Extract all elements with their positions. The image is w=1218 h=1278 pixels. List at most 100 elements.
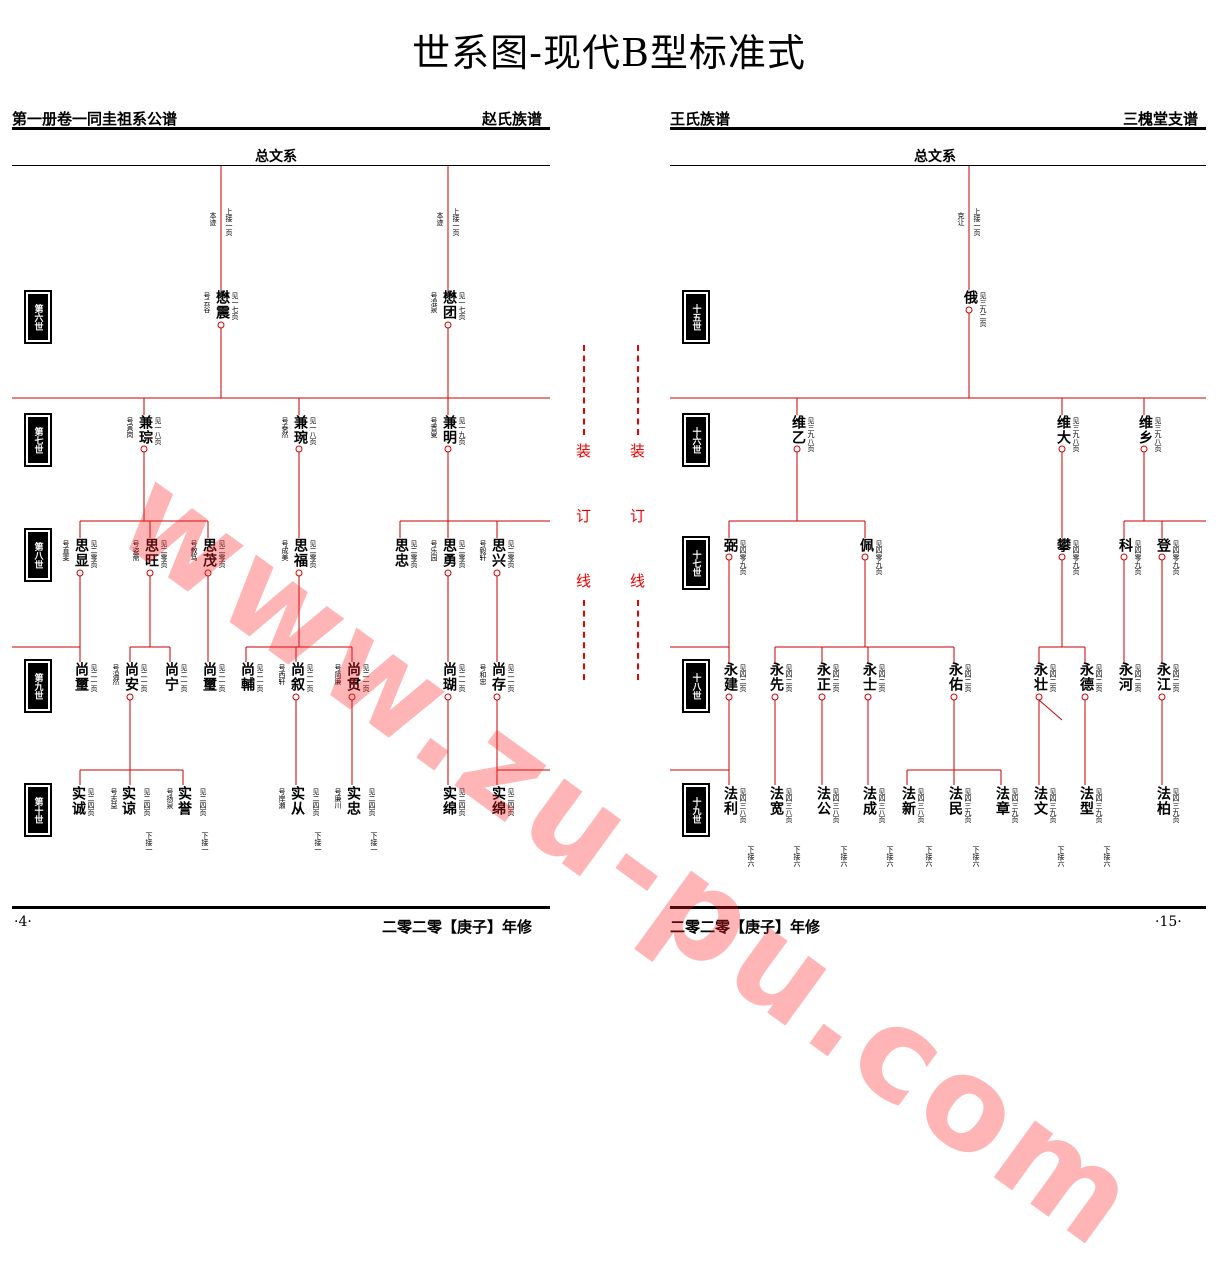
- person-ref: 见四二页: [1095, 664, 1103, 692]
- person-ref: 见四三八页: [785, 788, 793, 823]
- person-ref: 见二零页: [507, 540, 515, 568]
- person-ref: 见三九八页: [1072, 417, 1080, 452]
- generation-label: 十六世: [682, 413, 710, 467]
- person-ref: 见二一页: [507, 664, 515, 692]
- person-hao: 号混泉: [430, 292, 438, 313]
- person-ref: 见四三九页: [1095, 788, 1103, 823]
- person-name: 思茂: [201, 538, 217, 568]
- person-ref: 见一八页: [154, 417, 162, 445]
- person-name: 尚安: [123, 662, 139, 692]
- person-name: 尚叙: [289, 662, 305, 692]
- generation-label: 第十世: [24, 783, 52, 837]
- person-continuation: 下接六: [925, 846, 933, 867]
- person-name: 尚瑚: [441, 662, 457, 692]
- generation-label: 十八世: [682, 659, 710, 713]
- right-page-number: ·15·: [1155, 914, 1182, 930]
- person-hao: 号直斐: [62, 540, 70, 561]
- person-name: 维大: [1055, 415, 1071, 445]
- person-ref: 见二一页: [180, 664, 188, 692]
- generation-label: 第七世: [24, 413, 52, 467]
- person-note: 克让: [957, 212, 965, 226]
- person-ref: 见四零九页: [1072, 540, 1080, 575]
- person-ref: 见四二页: [964, 664, 972, 692]
- person-continuation: 下接六: [840, 846, 848, 867]
- person-note: 本迹: [209, 212, 217, 226]
- person-ref: 见四三八页: [832, 788, 840, 823]
- person-ref: 见三九八页: [807, 417, 815, 452]
- person-ref: 见二四页: [199, 788, 207, 816]
- person-name: 尚璽: [73, 662, 89, 692]
- generation-label: 十七世: [682, 536, 710, 590]
- person-name: 佩: [858, 538, 874, 553]
- person-ref: 见四二页: [1049, 664, 1057, 692]
- person-ref: 见三九八页: [1154, 417, 1162, 452]
- generation-label: 十九世: [682, 783, 710, 837]
- person-ref: 见二零页: [90, 540, 98, 568]
- person-hao: 号温然: [112, 664, 120, 685]
- person-continuation: 下接一: [314, 832, 322, 853]
- person-ref: 见四零九页: [1134, 540, 1142, 575]
- person-ref: 见二一页: [306, 664, 314, 692]
- right-header-title: 王氏族谱: [670, 110, 731, 128]
- person-ref: 见二四页: [143, 788, 151, 816]
- page-title: 世系图-现代B型标准式: [412, 31, 806, 75]
- person-ref: 见二四页: [368, 788, 376, 816]
- person-name: 兼明: [441, 415, 457, 445]
- person-name: 永壮: [1032, 662, 1048, 692]
- person-name: 永德: [1078, 662, 1094, 692]
- binding-dash: [583, 345, 585, 435]
- person-ref: 见二一页: [140, 664, 148, 692]
- person-ref: 见二零页: [160, 540, 168, 568]
- person-name: 尚璽: [201, 662, 217, 692]
- right-section-title: 总文系: [914, 149, 956, 165]
- person-name: 永河: [1117, 662, 1133, 692]
- person-ref: 见三九二页: [979, 292, 987, 327]
- person-name: 攀: [1055, 538, 1071, 553]
- binding-mark: 订: [576, 507, 592, 525]
- person-name: 法宽: [768, 786, 784, 816]
- right-section-rule: [670, 165, 1206, 166]
- person-name: 尚宁: [163, 662, 179, 692]
- person-hao: 号西轩: [278, 664, 286, 685]
- person-name: 实谅: [120, 786, 136, 816]
- person-ref: 见四二页: [1172, 664, 1180, 692]
- person-hao: 号云谷: [203, 292, 211, 313]
- left-header-rule: [12, 127, 550, 130]
- person-hao: 号志益: [110, 788, 118, 809]
- person-ref: 见四零九页: [739, 540, 747, 575]
- lineage-lines: [12, 166, 1206, 785]
- person-ref: 见四零九页: [875, 540, 883, 575]
- binding-dash: [583, 600, 585, 680]
- person-hao: 号姿斋: [132, 540, 140, 561]
- person-ref: 见四三八页: [917, 788, 925, 823]
- person-hao: 号和忠: [479, 664, 487, 685]
- left-header-title: 第一册卷一同圭祖系公谱: [12, 110, 178, 128]
- person-name: 法新: [900, 786, 916, 816]
- person-ref: 见一九页: [458, 417, 466, 445]
- person-name: 永先: [768, 662, 784, 692]
- person-ref: 见四零九页: [1172, 540, 1180, 575]
- person-ref: 见二零页: [458, 540, 466, 568]
- person-hao: 号晋叟: [430, 417, 438, 438]
- person-note: 上接一页: [973, 208, 981, 236]
- person-name: 法利: [722, 786, 738, 816]
- generation-label: 第九世: [24, 659, 52, 713]
- person-ref: 见四三九页: [1049, 788, 1057, 823]
- binding-mark: 装: [630, 442, 646, 460]
- person-name: 思忠: [393, 538, 409, 568]
- person-note: 上接一页: [225, 208, 233, 236]
- person-ref: 见二零页: [410, 540, 418, 568]
- person-hao: 号乐园: [430, 540, 438, 561]
- person-ref: 见二零页: [309, 540, 317, 568]
- person-ref: 见二零页: [218, 540, 226, 568]
- person-ref: 见一七页: [231, 292, 239, 320]
- person-ref: 见二一页: [362, 664, 370, 692]
- person-ref: 见一七页: [458, 292, 466, 320]
- person-ref: 见二四页: [458, 788, 466, 816]
- person-hao: 号廉川: [334, 788, 342, 809]
- person-continuation: 下接六: [1103, 846, 1111, 867]
- binding-mark: 订: [630, 507, 646, 525]
- person-name: 永士: [861, 662, 877, 692]
- person-ref: 见二四页: [507, 788, 515, 816]
- generation-label: 第六世: [24, 290, 52, 344]
